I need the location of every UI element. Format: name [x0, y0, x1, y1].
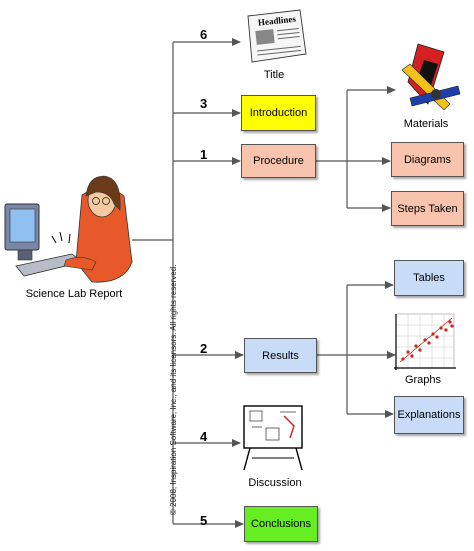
branch-number-title: 6 — [200, 27, 208, 42]
person-at-computer-icon — [4, 175, 133, 283]
newspaper-icon: Headlines — [247, 9, 307, 63]
scatter-graph-icon — [394, 313, 456, 370]
copyright-notice: © 2008, Inspiration Software, Inc., and … — [169, 264, 178, 515]
newspaper-masthead: Headlines — [257, 14, 296, 28]
discussion-caption[interactable]: Discussion — [248, 477, 302, 489]
conclusions-node[interactable]: Conclusions — [244, 506, 318, 542]
connector-lines — [132, 38, 396, 528]
explanations-node[interactable]: Explanations — [394, 396, 464, 434]
branch-number-introduction: 3 — [200, 96, 208, 111]
graphs-caption[interactable]: Graphs — [404, 374, 442, 386]
diagrams-node[interactable]: Diagrams — [391, 142, 464, 177]
central-caption[interactable]: Science Lab Report — [25, 288, 123, 300]
results-node[interactable]: Results — [244, 338, 317, 373]
materials-caption[interactable]: Materials — [403, 118, 449, 130]
tables-node[interactable]: Tables — [394, 260, 464, 296]
branch-number-results: 2 — [200, 341, 208, 356]
lab-tools-icon — [401, 43, 461, 111]
branch-number-discussion: 4 — [200, 429, 208, 444]
procedure-node[interactable]: Procedure — [241, 144, 316, 178]
title-caption[interactable]: Title — [263, 69, 285, 81]
branch-number-procedure: 1 — [200, 147, 208, 162]
introduction-node[interactable]: Introduction — [241, 95, 316, 131]
branch-number-conclusions: 5 — [200, 513, 208, 528]
steps-taken-node[interactable]: Steps Taken — [391, 191, 464, 226]
whiteboard-icon — [243, 405, 303, 471]
